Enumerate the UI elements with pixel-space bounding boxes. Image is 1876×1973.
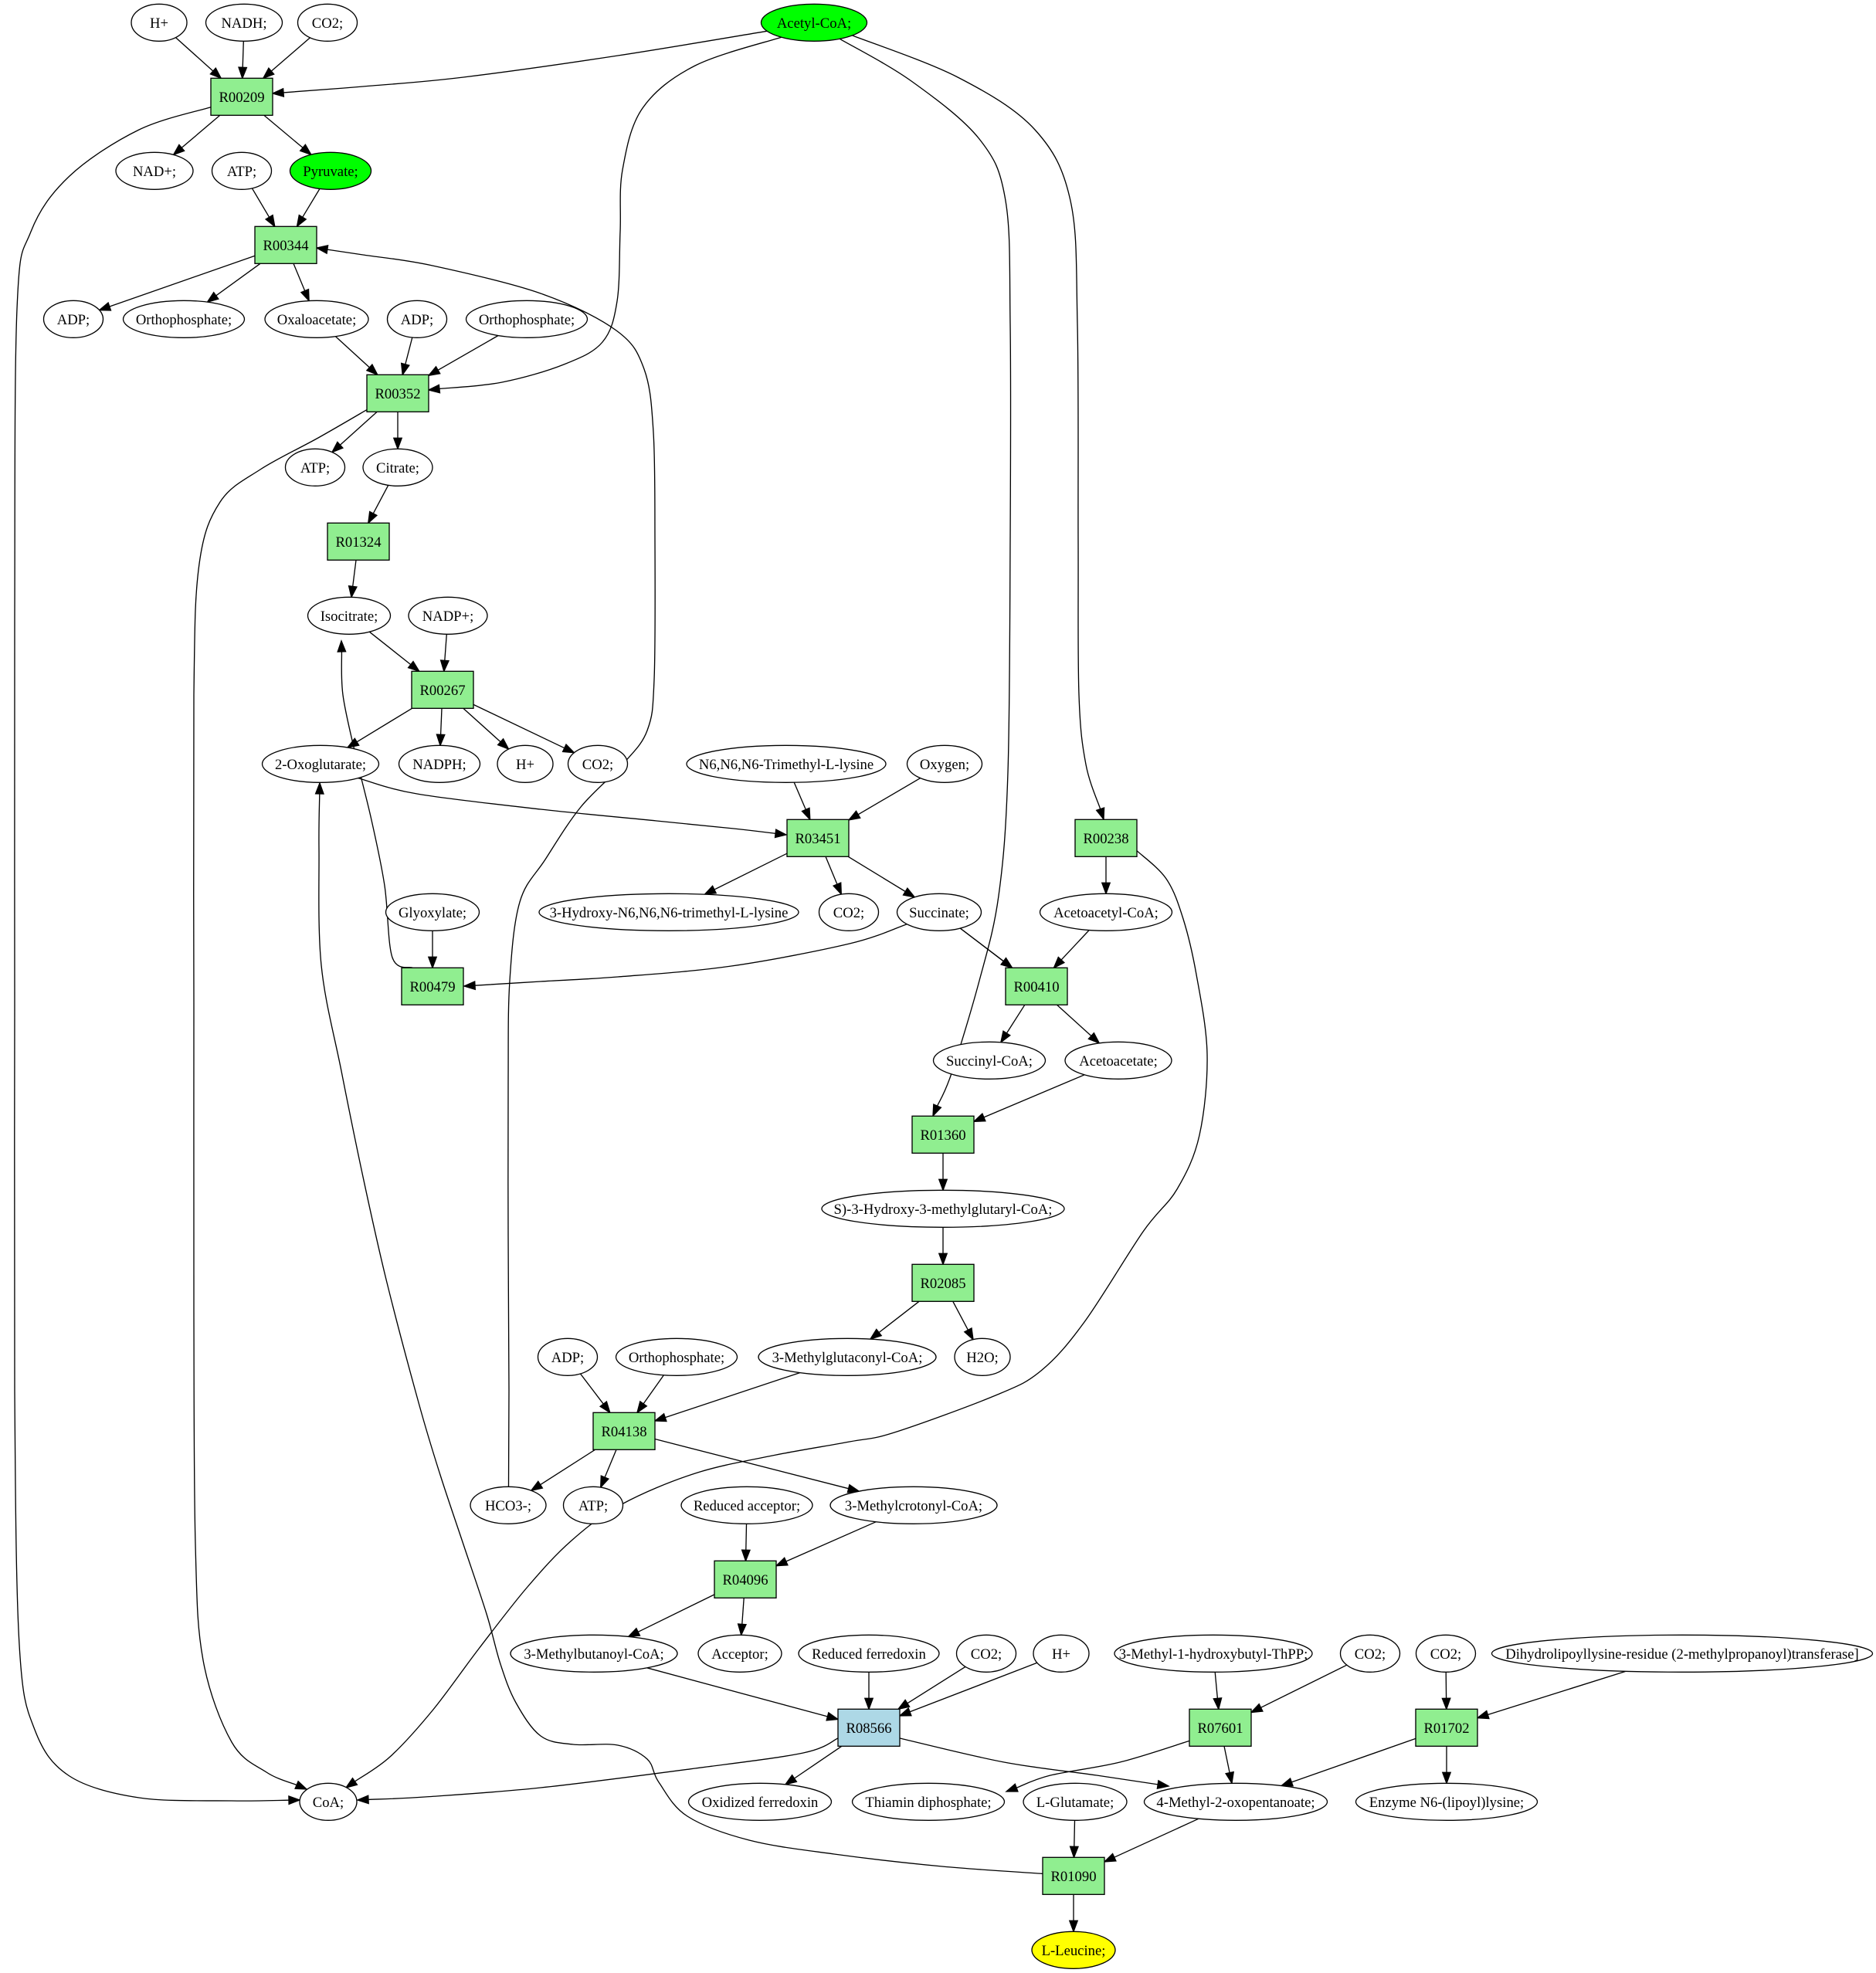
- svg-text:ADP;: ADP;: [551, 1350, 585, 1366]
- svg-text:3-Methylbutanoyl-CoA;: 3-Methylbutanoyl-CoA;: [524, 1646, 663, 1663]
- svg-text:CoA;: CoA;: [313, 1795, 344, 1811]
- svg-text:Succinyl-CoA;: Succinyl-CoA;: [946, 1053, 1033, 1070]
- svg-text:R01090: R01090: [1050, 1869, 1096, 1885]
- svg-text:Reduced ferredoxin: Reduced ferredoxin: [812, 1646, 926, 1663]
- svg-text:Orthophosphate;: Orthophosphate;: [479, 312, 575, 328]
- svg-text:R01360: R01360: [920, 1127, 965, 1144]
- svg-text:Orthophosphate;: Orthophosphate;: [136, 312, 232, 328]
- svg-text:Thiamin diphosphate;: Thiamin diphosphate;: [865, 1795, 991, 1811]
- svg-text:ADP;: ADP;: [57, 312, 90, 328]
- svg-text:3-Hydroxy-N6,N6,N6-trimethyl-L: 3-Hydroxy-N6,N6,N6-trimethyl-L-lysine: [550, 905, 789, 921]
- svg-text:R00479: R00479: [409, 979, 455, 995]
- svg-text:Orthophosphate;: Orthophosphate;: [629, 1350, 724, 1366]
- svg-text:3-Methyl-1-hydroxybutyl-ThPP;: 3-Methyl-1-hydroxybutyl-ThPP;: [1119, 1646, 1308, 1663]
- svg-text:R04138: R04138: [601, 1424, 646, 1440]
- svg-text:CO2;: CO2;: [1430, 1646, 1461, 1663]
- svg-text:R00352: R00352: [375, 386, 420, 402]
- svg-text:R00344: R00344: [263, 238, 309, 254]
- svg-text:2-Oxoglutarate;: 2-Oxoglutarate;: [275, 757, 366, 773]
- svg-text:Enzyme N6-(lipoyl)lysine;: Enzyme N6-(lipoyl)lysine;: [1369, 1795, 1525, 1811]
- svg-text:Citrate;: Citrate;: [376, 460, 419, 476]
- svg-text:CO2;: CO2;: [312, 15, 343, 32]
- svg-text:Oxidized ferredoxin: Oxidized ferredoxin: [702, 1795, 819, 1811]
- svg-text:R08566: R08566: [846, 1720, 891, 1737]
- svg-text:ATP;: ATP;: [578, 1498, 608, 1514]
- svg-text:R07601: R07601: [1197, 1720, 1243, 1737]
- svg-text:R01324: R01324: [335, 534, 382, 551]
- svg-text:Oxaloacetate;: Oxaloacetate;: [277, 312, 357, 328]
- svg-text:R00238: R00238: [1083, 831, 1128, 847]
- svg-text:HCO3-;: HCO3-;: [485, 1498, 531, 1514]
- svg-text:R03451: R03451: [795, 831, 840, 847]
- svg-text:R04096: R04096: [722, 1572, 768, 1588]
- svg-text:CO2;: CO2;: [582, 757, 613, 773]
- svg-text:3-Methylcrotonyl-CoA;: 3-Methylcrotonyl-CoA;: [845, 1498, 982, 1514]
- svg-text:S)-3-Hydroxy-3-methylglutaryl-: S)-3-Hydroxy-3-methylglutaryl-CoA;: [834, 1202, 1053, 1218]
- svg-text:H+: H+: [516, 757, 534, 773]
- svg-text:Acetoacetyl-CoA;: Acetoacetyl-CoA;: [1053, 905, 1159, 921]
- svg-text:Reduced acceptor;: Reduced acceptor;: [694, 1498, 800, 1514]
- svg-text:H2O;: H2O;: [966, 1350, 998, 1366]
- svg-text:NADPH;: NADPH;: [412, 757, 466, 773]
- svg-text:CO2;: CO2;: [971, 1646, 1002, 1663]
- svg-text:Isocitrate;: Isocitrate;: [321, 609, 378, 625]
- svg-text:Succinate;: Succinate;: [909, 905, 969, 921]
- svg-text:N6,N6,N6-Trimethyl-L-lysine: N6,N6,N6-Trimethyl-L-lysine: [699, 757, 874, 773]
- svg-text:H+: H+: [1052, 1646, 1070, 1663]
- svg-text:NADH;: NADH;: [221, 15, 266, 32]
- svg-text:Acetyl-CoA;: Acetyl-CoA;: [777, 15, 851, 32]
- svg-text:Dihydrolipoyllysine-residue (2: Dihydrolipoyllysine-residue (2-methylpro…: [1505, 1646, 1858, 1663]
- svg-text:ATP;: ATP;: [300, 460, 330, 476]
- svg-text:R02085: R02085: [920, 1276, 965, 1292]
- svg-text:R00209: R00209: [219, 90, 264, 106]
- svg-text:L-Leucine;: L-Leucine;: [1042, 1943, 1106, 1959]
- svg-text:H+: H+: [150, 15, 168, 32]
- svg-text:ADP;: ADP;: [401, 312, 434, 328]
- svg-text:NADP+;: NADP+;: [422, 609, 474, 625]
- svg-text:Oxygen;: Oxygen;: [920, 757, 969, 773]
- svg-text:NAD+;: NAD+;: [133, 164, 176, 180]
- svg-text:R00410: R00410: [1013, 979, 1059, 995]
- svg-text:Acetoacetate;: Acetoacetate;: [1079, 1053, 1158, 1070]
- svg-text:ATP;: ATP;: [227, 164, 256, 180]
- svg-text:4-Methyl-2-oxopentanoate;: 4-Methyl-2-oxopentanoate;: [1156, 1795, 1315, 1811]
- svg-text:3-Methylglutaconyl-CoA;: 3-Methylglutaconyl-CoA;: [772, 1350, 923, 1366]
- svg-text:CO2;: CO2;: [833, 905, 864, 921]
- svg-text:L-Glutamate;: L-Glutamate;: [1036, 1795, 1114, 1811]
- svg-text:R00267: R00267: [419, 683, 465, 699]
- svg-text:Glyoxylate;: Glyoxylate;: [399, 905, 466, 921]
- svg-text:Acceptor;: Acceptor;: [711, 1646, 768, 1663]
- svg-text:Pyruvate;: Pyruvate;: [303, 164, 358, 180]
- svg-text:CO2;: CO2;: [1355, 1646, 1386, 1663]
- svg-text:R01702: R01702: [1423, 1720, 1469, 1737]
